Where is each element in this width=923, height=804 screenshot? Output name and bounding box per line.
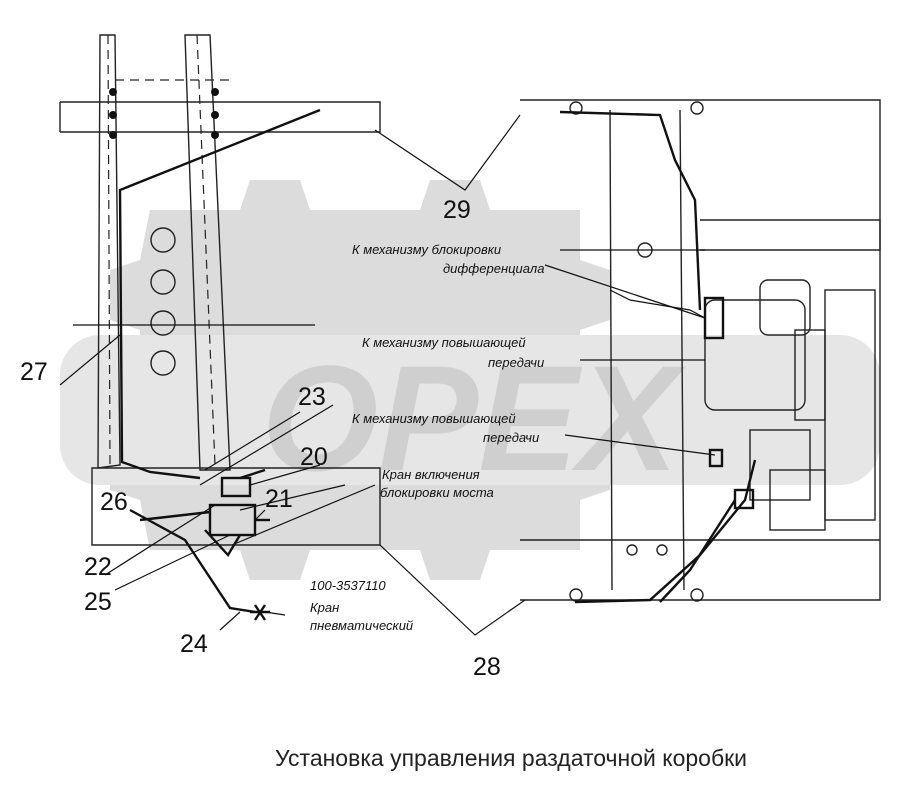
callout-28: 28 [473, 653, 501, 681]
hole [150, 350, 176, 376]
note-upshift-b-line1: К механизму повышающей [352, 411, 516, 426]
hole [150, 310, 176, 336]
watermark-text: OPEX [262, 334, 687, 502]
callout-26: 26 [100, 488, 128, 516]
callout-29: 29 [443, 196, 471, 224]
callout-27: 27 [20, 358, 48, 386]
actuator-upshift [733, 488, 755, 510]
transfer-case [520, 99, 881, 604]
note-diff-lock-line1: К механизму блокировки [352, 242, 501, 257]
leader-lines [59, 114, 716, 636]
left-rail-2-centerline [196, 34, 216, 466]
callout-25: 25 [84, 588, 112, 616]
gearbox-housing [704, 299, 806, 411]
callout-22: 22 [84, 553, 112, 581]
callout-23: 23 [298, 383, 326, 411]
callout-24: 24 [180, 630, 208, 658]
pipeline-27 [118, 108, 321, 480]
note-axle-lock-line2: блокировки моста [380, 485, 494, 500]
hole [150, 227, 176, 253]
callout-21: 21 [265, 485, 293, 513]
watermark-band [60, 335, 880, 485]
pipeline-24 [129, 508, 256, 614]
note-upshift-a-line1: К механизму повышающей [362, 335, 526, 350]
note-upshift-b-line2: передачи [483, 430, 539, 445]
note-valve-line1: Кран [310, 600, 339, 615]
note-valve-line2: пневматический [310, 618, 413, 633]
note-diff-lock-line2: дифференциала [443, 261, 544, 276]
callout-20: 20 [300, 443, 328, 471]
left-rail-centerline [107, 34, 111, 466]
valve-top [220, 476, 252, 498]
cross-member [700, 219, 881, 251]
upper-beam [60, 101, 381, 133]
pipeline-upper [559, 110, 702, 311]
left-frame [59, 34, 381, 546]
diagram-caption: Установка управления раздаточной коробки [275, 745, 747, 771]
note-part-number: 100-3537110 [310, 578, 386, 593]
watermark: OPEX [60, 180, 880, 580]
hole [150, 269, 176, 295]
left-rail [97, 34, 121, 469]
note-axle-lock-line1: Кран включения [382, 467, 480, 482]
note-upshift-a-line2: передачи [488, 355, 544, 370]
